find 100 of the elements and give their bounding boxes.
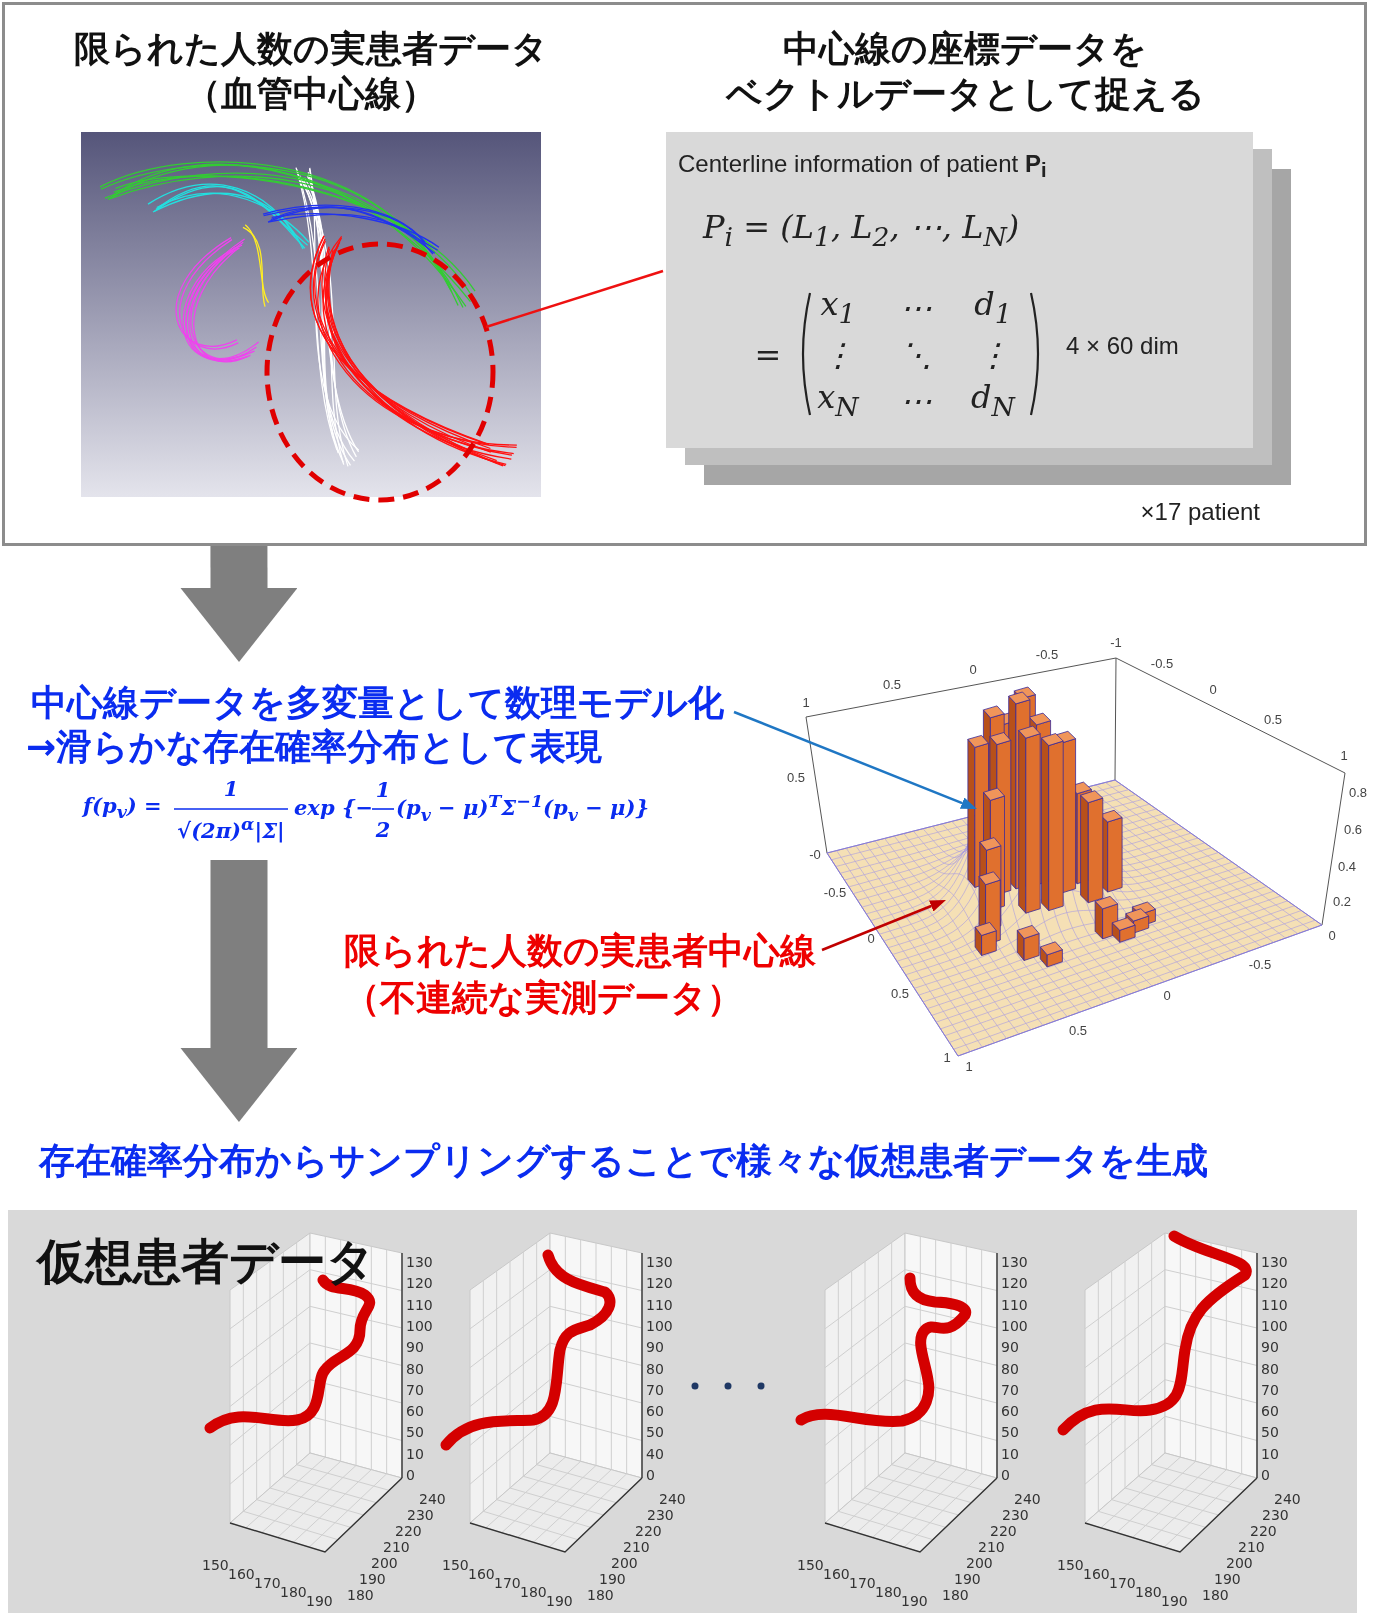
tick-label: 50 [646,1424,664,1441]
tick-label: 0.5 [890,986,910,1002]
tick-label: 50 [1001,1424,1019,1441]
matrix-entry: ⋮ [822,336,854,374]
description-text: 存在確率分布からサンプリングすることで様々な仮想患者データを生成 [39,1140,1208,1182]
tick-label: 0 [646,1466,655,1484]
tick-label: 170 [494,1574,521,1592]
tick-label: 170 [849,1574,876,1592]
tick-label: 10 [406,1445,424,1462]
annotation-text: →滑らかな存在確率分布として表現 [26,726,603,768]
tick-label: 10 [1261,1445,1279,1462]
formula: 1 [223,776,239,802]
caption-text: Centerline information of patient P$_{i}$ [678,149,1047,183]
tick-label: 130 [646,1253,673,1271]
tick-label: 240 [419,1490,446,1508]
tick-label: 0.2 [1332,894,1352,910]
tick-label: 210 [623,1538,650,1556]
matrix-entry: ⋮ [977,336,1009,374]
tick-label: 210 [1238,1538,1265,1556]
tick-label: 230 [1002,1506,1029,1524]
tick-label: 180 [520,1583,547,1601]
tick-label: 100 [1261,1317,1288,1334]
tick-label: 0 [1209,682,1217,698]
tick-label: 180 [1202,1586,1229,1604]
tick-label: 110 [646,1296,673,1313]
tick-label: 1 [1340,748,1348,764]
tick-label: 70 [1261,1381,1279,1398]
tick-label: -0.5 [1035,647,1059,663]
tick-label: 80 [406,1360,424,1377]
tick-label: 190 [599,1570,626,1588]
tick-label: -1 [1110,635,1122,651]
tick-label: 0.5 [882,677,902,693]
tick-label: 160 [468,1565,495,1583]
tick-label: 10 [1001,1445,1019,1462]
tick-label: 0 [406,1466,415,1484]
tick-label: 60 [406,1403,424,1420]
matrix-entry: d$_{N}$ [971,379,1015,423]
tick-label: 160 [823,1565,850,1583]
tick-label: -0 [809,847,821,863]
tick-label: 90 [1261,1339,1279,1356]
tick-label: 240 [659,1490,686,1508]
tick-label: 50 [1261,1424,1279,1441]
tick-label: 160 [228,1565,255,1583]
formula: 1 [375,777,391,803]
tick-label: 0.5 [786,770,806,786]
arrow [733,710,977,809]
block-arrow [180,860,298,1122]
tick-label: 60 [1261,1403,1279,1420]
formula: exp {− [294,795,373,821]
panel-frame [2,2,1367,546]
tick-label: 190 [359,1570,386,1588]
formula: 2 [375,817,391,843]
tick-label: 110 [1001,1296,1028,1313]
tick-label: 0 [1328,928,1336,944]
heading: ベクトルデータとして捉える [725,73,1205,115]
tick-label: 160 [1083,1565,1110,1583]
tick-label: 150 [442,1556,469,1574]
tick-label: 180 [1135,1583,1162,1601]
tick-label: 100 [1001,1317,1028,1334]
tick-label: 130 [1261,1253,1288,1271]
tick-label: 240 [1014,1490,1041,1508]
tick-label: 190 [546,1592,573,1610]
annotation-text: 限られた人数の実患者中心線 [344,930,816,972]
tick-label: 130 [1001,1253,1028,1271]
tick-label: 130 [406,1253,433,1271]
tick-label: 0.5 [1263,712,1283,728]
matrix-entry: x$_{N}$ [817,379,859,423]
formula: f(p$_{v}$) = [83,793,162,823]
tick-label: 1 [802,695,810,711]
tick-label: 180 [875,1583,902,1601]
tick-label: 110 [1261,1296,1288,1313]
tick-label: -0.5 [823,885,847,901]
math-symbol: = [754,336,782,374]
tick-label: 80 [646,1360,664,1377]
tick-label: -0.5 [1248,957,1272,973]
tick-label: 90 [1001,1339,1019,1356]
tick-label: 110 [406,1296,433,1313]
tick-label: 200 [371,1554,398,1572]
heading: 中心線の座標データを [783,28,1147,70]
formula: P$_{i}$ = (L$_{1}$, L$_{2}$, ⋯, L$_{N}$) [703,209,1020,253]
tick-label: 210 [978,1538,1005,1556]
dimension-label: 4 × 60 dim [1066,332,1179,360]
tick-label: 0 [1001,1466,1010,1484]
tick-label: 210 [383,1538,410,1556]
tick-label: 170 [254,1574,281,1592]
tick-label: 220 [395,1522,422,1540]
tick-label: 80 [1261,1360,1279,1377]
tick-label: 230 [647,1506,674,1524]
tick-label: 120 [1001,1275,1028,1292]
block-arrow [180,545,298,662]
tick-label: 190 [1161,1592,1188,1610]
tick-label: 180 [587,1586,614,1604]
arrow [821,900,946,952]
tick-label: 90 [646,1339,664,1356]
tick-label: 0.4 [1337,859,1357,875]
matrix-entry: d$_{1}$ [974,286,1012,330]
tick-label: 0.5 [1068,1023,1088,1039]
tick-label: 200 [611,1554,638,1572]
tick-label: 240 [1274,1490,1301,1508]
tick-label: 100 [406,1317,433,1334]
